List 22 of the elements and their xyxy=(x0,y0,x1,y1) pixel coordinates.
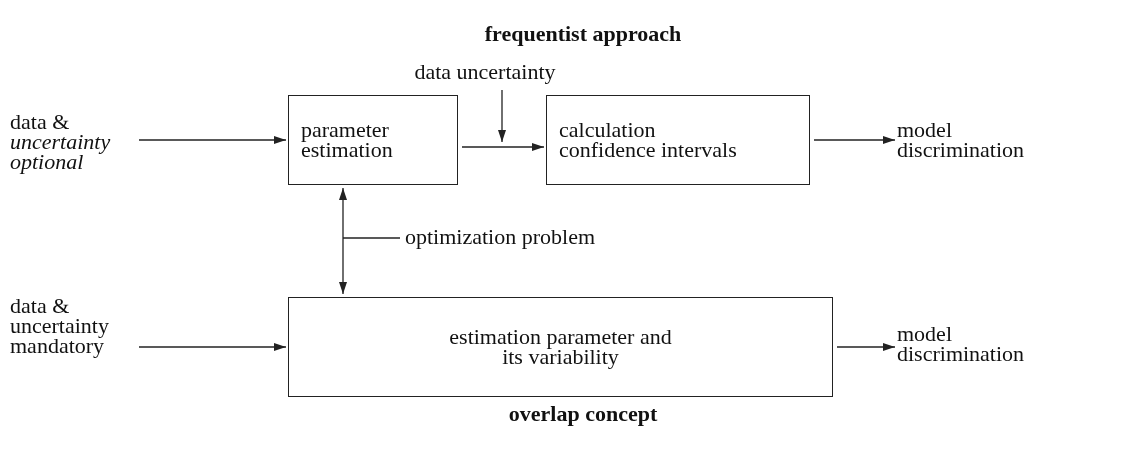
text-label: optimization problem xyxy=(405,227,625,251)
text-label: data & uncertainty optional xyxy=(10,112,135,178)
text-label: data & uncertainty mandatory xyxy=(10,296,135,366)
caption: overlap concept xyxy=(507,404,659,424)
process-box xyxy=(288,95,458,185)
text-label: model discrimination xyxy=(897,120,1037,170)
arrow xyxy=(138,136,287,144)
heading: frequentist approach xyxy=(483,24,683,44)
box-label: estimation parameter and its variability xyxy=(448,327,673,367)
text-label: data uncertainty xyxy=(400,62,570,88)
process-box xyxy=(288,297,833,397)
arrow xyxy=(138,343,287,351)
process-box xyxy=(546,95,810,185)
text-label: model discrimination xyxy=(897,324,1037,374)
arrow xyxy=(836,343,896,351)
arrow xyxy=(498,89,506,143)
arrow xyxy=(461,143,545,151)
box-label: calculation confidence intervals xyxy=(559,120,738,160)
leader-line xyxy=(342,237,401,239)
box-label: parameter estimation xyxy=(301,120,394,160)
arrow xyxy=(813,136,896,144)
arrow xyxy=(339,187,347,295)
